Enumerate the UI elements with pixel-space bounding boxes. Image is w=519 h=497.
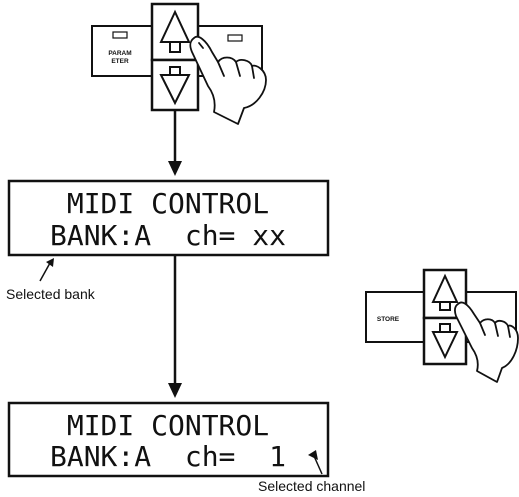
side-button-cluster: STORE [365, 268, 519, 383]
top-down-key[interactable] [150, 58, 200, 112]
lcd-display-2-line1: MIDI CONTROL [67, 409, 269, 442]
lcd-display-1-line2: BANK:A ch= xx [50, 219, 286, 252]
parameter-key[interactable]: PARAM ETER [91, 25, 153, 77]
parameter-led-icon [112, 31, 128, 39]
parameter-key-label-line2: ETER [111, 58, 129, 65]
selected-bank-annotation: Selected bank [6, 258, 96, 302]
arrow-down-icon-2 [168, 383, 182, 398]
side-pointing-hand-icon [454, 301, 519, 383]
selected-channel-arrow-icon [308, 450, 318, 460]
side-down-arrow-stem-icon [439, 323, 451, 333]
top-right-led-icon [227, 34, 243, 42]
side-down-key[interactable] [422, 316, 468, 366]
top-button-cluster: PARAM ETER [91, 2, 267, 125]
selected-channel-pointer [313, 455, 323, 475]
store-key-label: STORE [377, 316, 400, 323]
selected-bank-arrow-icon [46, 258, 54, 267]
pointing-hand-icon [189, 35, 267, 125]
selected-bank-label: Selected bank [6, 286, 96, 302]
selected-bank-pointer [39, 262, 51, 282]
side-down-arrow-icon [431, 331, 459, 360]
arrow-down-icon [168, 161, 182, 176]
side-up-arrow-stem-icon [439, 301, 451, 311]
lcd-display-1: MIDI CONTROL BANK:A ch= xx [7, 179, 330, 257]
down-arrow-icon [159, 74, 191, 106]
lcd-display-1-line1: MIDI CONTROL [67, 187, 269, 220]
selected-channel-annotation: Selected channel [258, 450, 365, 494]
down-arrow-stem-icon [169, 66, 181, 76]
store-key[interactable]: STORE [365, 291, 425, 343]
selected-channel-label: Selected channel [258, 478, 365, 494]
top-up-key[interactable] [150, 2, 200, 62]
lcd-display-2: MIDI CONTROL BANK:A ch= 1 [7, 401, 330, 478]
lcd-display-2-line2: BANK:A ch= 1 [50, 440, 286, 473]
up-arrow-stem-icon [169, 41, 181, 53]
parameter-key-label-line1: PARAM [108, 50, 131, 57]
